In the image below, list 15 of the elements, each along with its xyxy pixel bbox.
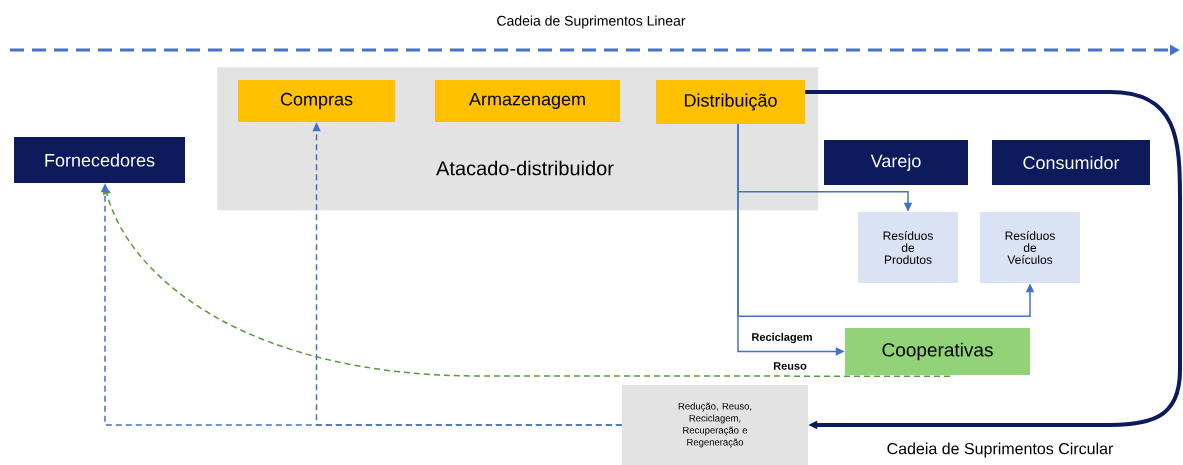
edge-label: Reciclagem	[750, 331, 814, 345]
process-box: Consumidor	[992, 140, 1150, 185]
waste-box: Resíduos de Veículos	[980, 212, 1080, 283]
process-box: Armazenagem	[435, 80, 620, 122]
caption-text: Cadeia de Suprimentos Linear	[497, 15, 686, 29]
waste-box: Resíduos de Produtos	[858, 212, 958, 283]
process-box: Distribuição	[656, 80, 805, 124]
process-box: Fornecedores	[14, 137, 185, 183]
edge-label: Reuso	[772, 361, 808, 371]
practice-box: Redução, Reuso, Reciclagem, Recuperação e Regeneração	[622, 385, 808, 465]
caption-text: Cadeia de Suprimentos Circular	[887, 442, 1114, 458]
arrow	[805, 90, 1182, 430]
process-box: Cooperativas	[845, 328, 1030, 375]
process-box: Varejo	[824, 140, 968, 185]
process-box: Compras	[238, 80, 395, 122]
